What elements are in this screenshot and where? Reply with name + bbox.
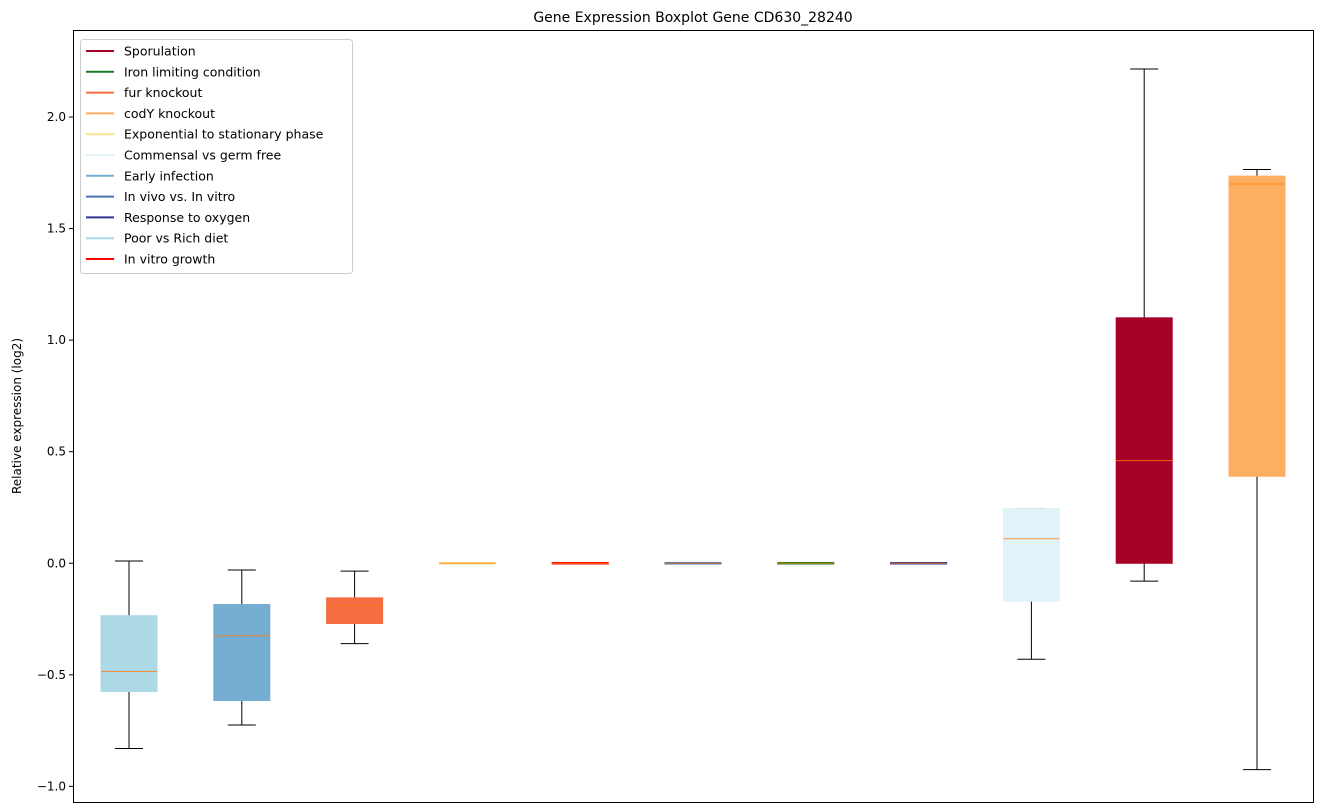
legend-frame [80,39,353,274]
legend-label: fur knockout [124,85,202,100]
box-9 [1115,68,1173,582]
y-tick-label: 2.0 [47,110,66,124]
legend-label: In vitro growth [124,252,215,267]
y-tick-label: −1.0 [37,779,66,793]
box-6 [777,562,835,565]
box-body [213,604,271,701]
box-1 [213,569,271,726]
y-axis-label: Relative expression (log2) [10,338,24,494]
plot-area-frame [73,30,1314,803]
box-body [1228,175,1286,477]
legend-label: Sporulation [124,44,196,59]
box-0 [100,560,158,749]
box-body [1002,508,1060,602]
box-10 [1228,168,1286,771]
y-tick-label: 0.5 [47,445,66,459]
y-tick-label: 1.0 [47,333,66,347]
legend-label: In vivo vs. In vitro [124,189,235,204]
box-body [100,615,158,693]
legend-label: Iron limiting condition [124,64,261,79]
legend-label: codY knockout [124,106,215,121]
chart-title: Gene Expression Boxplot Gene CD630_28240 [533,10,852,26]
box-2 [326,570,384,645]
box-body [326,597,384,625]
box-8 [1002,508,1060,660]
legend-label: Poor vs Rich diet [124,231,228,246]
legend-label: Response to oxygen [124,210,250,225]
y-tick-label: −0.5 [37,668,66,682]
box-3 [438,562,496,565]
legend-label: Early infection [124,168,214,183]
box-5 [664,562,722,565]
legend-label: Commensal vs germ free [124,148,281,163]
y-tick-label: 1.5 [47,222,66,236]
y-tick-label: 0.0 [47,556,66,570]
box-7 [890,562,948,565]
legend-label: Exponential to stationary phase [124,127,324,142]
box-body [1115,317,1173,564]
box-4 [551,562,609,565]
